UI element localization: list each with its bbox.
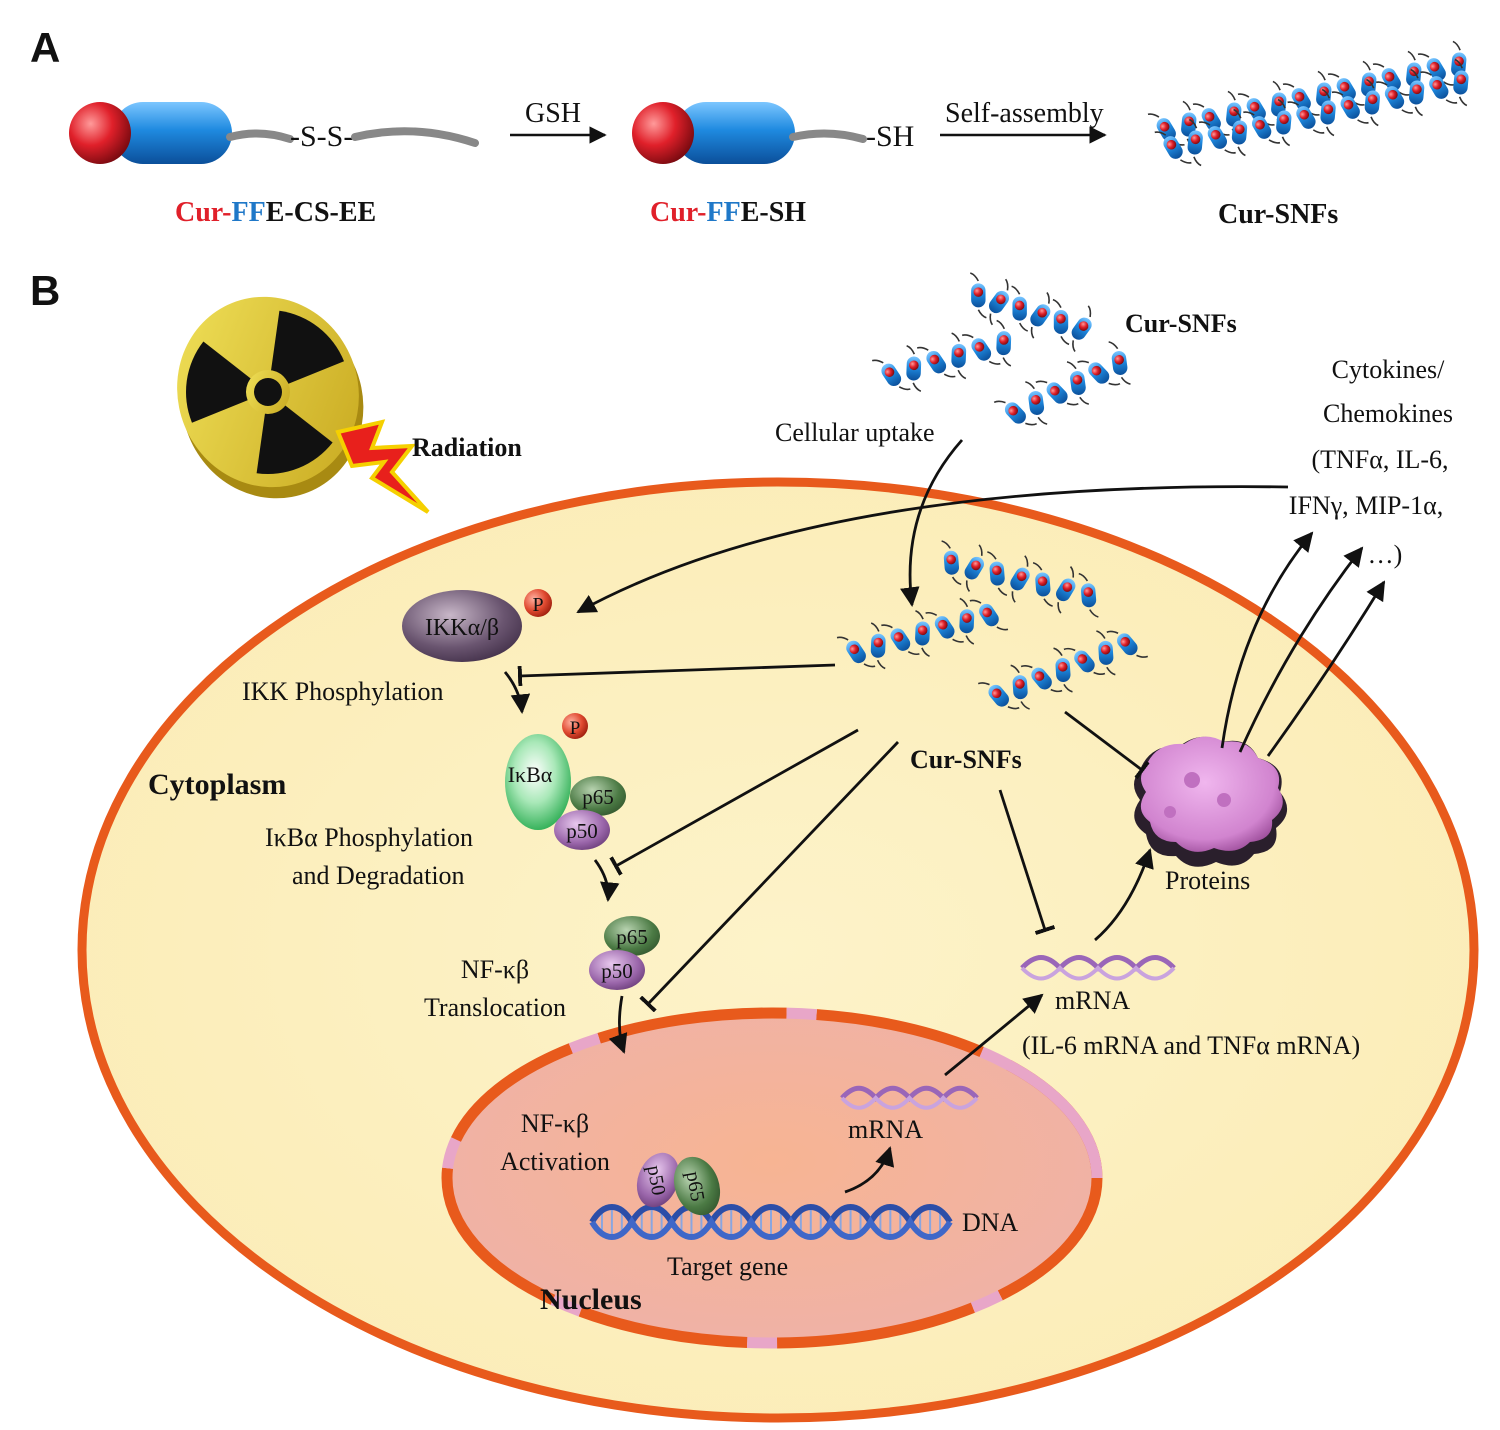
dna-label: DNA — [962, 1208, 1019, 1237]
ikba-complex: IκBα P p65 p50 — [505, 713, 626, 850]
radiation-icon — [177, 296, 364, 499]
inhibit-proteins — [1064, 710, 1150, 780]
nfkb-activation-line-2: Activation — [500, 1147, 610, 1176]
secretion-arrow-3 — [1266, 580, 1386, 757]
svg-text:…): …) — [1368, 540, 1403, 569]
phospho-label-1: P — [532, 594, 543, 616]
mrna-nucleus-label: mRNA — [848, 1115, 923, 1144]
cur-snfs-a-label: Cur-SNFs — [1218, 199, 1338, 230]
lightning-icon — [335, 419, 430, 514]
ikk-label: IKKα/β — [425, 615, 499, 641]
degradation-arrow — [593, 859, 620, 902]
target-gene-label: Target gene — [667, 1252, 788, 1281]
thiol-label: -SH — [866, 120, 914, 153]
svg-text:Cytokines/: Cytokines/ — [1332, 355, 1445, 384]
transcription-arrow — [844, 1146, 895, 1194]
inhibit-ikk — [517, 663, 836, 687]
p50-label-1: p50 — [566, 819, 598, 843]
nanofiber — [871, 319, 1014, 399]
ikba-label: IκBα — [508, 762, 553, 787]
ikk-complex: IKKα/β P — [402, 589, 552, 662]
self-assembly-label: Self-assembly — [945, 98, 1104, 129]
export-arrow — [944, 993, 1044, 1077]
panel-b-label: B — [30, 267, 60, 314]
phospho-icon — [562, 713, 588, 739]
mrna-cyto-label: mRNA — [1055, 986, 1130, 1015]
translocation-arrow — [608, 995, 628, 1054]
nanofibers-outside — [871, 272, 1132, 436]
cell-membrane — [77, 477, 1479, 1423]
radiation-label: Radiation — [412, 433, 522, 462]
inhibit-translocation — [639, 741, 900, 1013]
nfkb-dimer: p65 p50 — [589, 916, 660, 990]
feedback-arrow — [576, 485, 1289, 614]
nucleus-label: Nucleus — [540, 1283, 642, 1316]
disulfide-label: -S-S- — [290, 120, 353, 153]
ikk-to-ikba-arrow — [503, 671, 531, 714]
cur-snfs-top-label: Cur-SNFs — [1125, 309, 1237, 338]
ikba-phospho-line-2: and Degradation — [292, 861, 465, 890]
phospho-label-2: P — [570, 718, 581, 739]
panel-a-label: A — [30, 24, 60, 71]
p65-label-2: p65 — [616, 925, 648, 949]
secretion-arrow-2 — [1238, 546, 1364, 753]
nfkb-activation-line-1: NF-κβ — [521, 1109, 589, 1138]
nanofiber-a — [1147, 40, 1472, 172]
cytoplasm-label: Cytoplasm — [148, 768, 286, 801]
cur-snfs-center-label: Cur-SNFs — [910, 745, 1022, 774]
svg-text:IFNγ, MIP-1α,: IFNγ, MIP-1α, — [1289, 491, 1443, 520]
p50-label-3: p50 — [643, 1164, 670, 1197]
nucleus — [441, 1007, 1103, 1349]
cytokines-label: Cytokines/ Chemokines (TNFα, IL-6, IFNγ,… — [1289, 355, 1453, 569]
cellular-uptake-label: Cellular uptake — [775, 418, 935, 447]
nfkb-translocation-line-1: NF-κβ — [461, 955, 529, 984]
uptake-arrow — [900, 439, 964, 607]
gsh-label: GSH — [525, 98, 581, 129]
ikk-phosphylation-label: IKK Phosphylation — [242, 677, 444, 706]
molecule-2-label: Cur-FFE-SH — [650, 197, 806, 228]
svg-text:Chemokines: Chemokines — [1323, 399, 1453, 428]
molecule-cur-ffe-cs-ee: -S-S- — [69, 102, 479, 164]
ikba-phospho-line-1: IκBα Phosphylation — [265, 823, 473, 852]
protein-icon — [1134, 736, 1288, 867]
nfkb-bound: p50 p65 — [636, 1152, 721, 1216]
nanofiber — [993, 338, 1132, 436]
molecule-1-label: Cur-FFE-CS-EE — [175, 197, 376, 228]
mrna-nucleus-icon — [840, 1085, 979, 1110]
p65-label-3: p65 — [682, 1170, 709, 1203]
nfkb-translocation-line-2: Translocation — [424, 993, 566, 1022]
inhibit-mrna — [998, 789, 1056, 935]
p50-label-2: p50 — [601, 959, 633, 983]
mrna-cytoplasm-icon — [1020, 955, 1176, 981]
pathway-arrows — [503, 439, 1386, 1194]
translation-arrow — [1094, 848, 1154, 942]
mrna-cyto-detail-label: (IL-6 mRNA and TNFα mRNA) — [1022, 1031, 1360, 1060]
svg-text:(TNFα, IL-6,: (TNFα, IL-6, — [1311, 445, 1448, 474]
proteins-label: Proteins — [1165, 866, 1250, 895]
inhibit-degradation — [609, 728, 859, 876]
secretion-arrow-1 — [1220, 531, 1314, 749]
molecule-cur-ffe-sh: -SH — [632, 102, 914, 164]
phospho-icon — [524, 589, 552, 617]
p65-label-1: p65 — [582, 785, 614, 809]
